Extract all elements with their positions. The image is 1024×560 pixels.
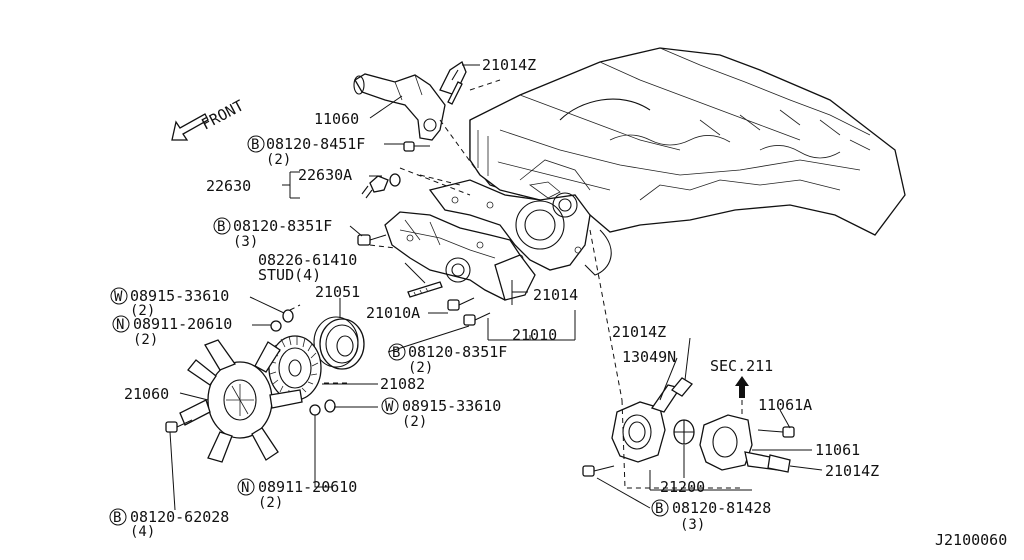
svg-text:W: W bbox=[114, 289, 123, 305]
front-label: FRONT bbox=[198, 96, 246, 133]
bolt-21010a-illustration bbox=[447, 297, 491, 326]
svg-text:(2): (2) bbox=[258, 495, 283, 511]
svg-text:N: N bbox=[241, 480, 249, 496]
label-21014z-lower: 21014Z bbox=[825, 462, 879, 480]
svg-text:(2): (2) bbox=[130, 303, 155, 319]
label-21200: 21200 bbox=[660, 478, 705, 496]
svg-text:B: B bbox=[113, 510, 121, 526]
label-21010: 21010 bbox=[512, 326, 557, 344]
label-21014z-mid: 21014Z bbox=[612, 323, 666, 341]
pulley-21051-illustration bbox=[313, 316, 365, 370]
label-08120-8351f-upper: 08120-8351F bbox=[233, 217, 332, 235]
svg-text:STUD(4): STUD(4) bbox=[258, 266, 321, 284]
leader-lines bbox=[169, 64, 823, 511]
label-21060: 21060 bbox=[124, 385, 169, 403]
svg-text:(3): (3) bbox=[233, 234, 258, 250]
label-11061: 11061 bbox=[815, 441, 860, 459]
svg-text:W: W bbox=[385, 399, 394, 415]
label-21014: 21014 bbox=[533, 286, 578, 304]
label-08915-33610-lower: 08915-33610 bbox=[402, 397, 501, 415]
label-08120-81428: 08120-81428 bbox=[672, 499, 771, 517]
svg-text:B: B bbox=[217, 219, 225, 235]
label-21051: 21051 bbox=[315, 283, 360, 301]
svg-text:B: B bbox=[655, 501, 663, 517]
label-08911-20610-lower: 08911-20610 bbox=[258, 478, 357, 496]
label-08911-20610-upper: 08911-20610 bbox=[133, 315, 232, 333]
svg-text:(2): (2) bbox=[266, 152, 291, 168]
water-pump-21014-illustration bbox=[384, 211, 536, 301]
section-up-arrow-icon bbox=[735, 376, 749, 398]
label-22630a: 22630A bbox=[298, 166, 352, 184]
part-labels: 21014Z 11060 B 08120-8451F (2) 22630A 22… bbox=[109, 56, 1007, 549]
bolt-8451f-illustration bbox=[403, 141, 430, 152]
label-11061a: 11061A bbox=[758, 396, 812, 414]
svg-text:B: B bbox=[392, 345, 400, 361]
sensor-22630-illustration bbox=[361, 173, 401, 199]
label-08120-8451f: 08120-8451F bbox=[266, 135, 365, 153]
section-ref-label: SEC.211 bbox=[710, 357, 773, 375]
washer-nut-lower-illustration bbox=[309, 399, 336, 416]
label-08120-62028: 08120-62028 bbox=[130, 508, 229, 526]
label-22630: 22630 bbox=[206, 177, 251, 195]
svg-text:N: N bbox=[116, 317, 124, 333]
label-21010a: 21010A bbox=[366, 304, 420, 322]
svg-text:(3): (3) bbox=[680, 517, 705, 533]
alignment-dashes bbox=[289, 79, 740, 489]
washer-nut-upper-illustration bbox=[270, 309, 294, 332]
svg-text:(2): (2) bbox=[408, 360, 433, 376]
svg-text:(2): (2) bbox=[402, 414, 427, 430]
bolt-8351f-upper-illustration bbox=[357, 234, 387, 246]
engine-block-illustration bbox=[428, 47, 906, 276]
label-08915-33610-upper: 08915-33610 bbox=[130, 287, 229, 305]
front-arrow-icon bbox=[171, 113, 209, 141]
water-outlet-11060-illustration bbox=[353, 61, 467, 141]
label-13049n: 13049N bbox=[622, 348, 676, 366]
thermostat-housing-illustration bbox=[582, 377, 795, 477]
label-08120-8351f-lower: 08120-8351F bbox=[408, 343, 507, 361]
label-11060: 11060 bbox=[314, 110, 359, 128]
diagram-id: J2100060 bbox=[935, 531, 1007, 549]
svg-text:(4): (4) bbox=[130, 524, 155, 540]
svg-text:B: B bbox=[251, 137, 259, 153]
bolt-62028-illustration bbox=[165, 419, 193, 433]
stud-illustration bbox=[407, 281, 443, 298]
label-08226-61410: 08226-61410 bbox=[258, 251, 357, 269]
label-21014z-top: 21014Z bbox=[482, 56, 536, 74]
svg-text:(2): (2) bbox=[133, 332, 158, 348]
label-21082: 21082 bbox=[380, 375, 425, 393]
